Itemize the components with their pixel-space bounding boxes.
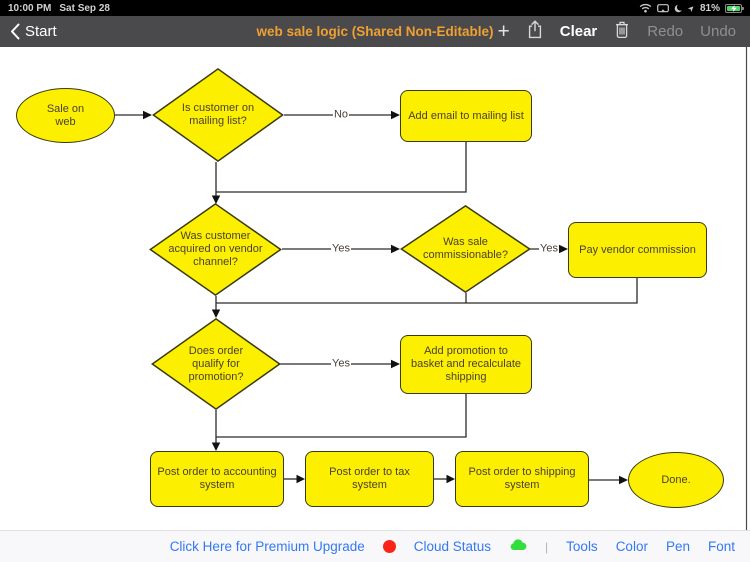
edge-label-yes-1[interactable]: Yes xyxy=(331,242,351,255)
node-add-promotion-to-basket[interactable]: Add promotion to basket and recalculate … xyxy=(400,335,532,394)
diagram-canvas[interactable]: Sale on web Is customer on mailing list?… xyxy=(0,47,750,530)
tools-button[interactable]: Tools xyxy=(566,539,598,554)
node-add-email-to-mailing-list[interactable]: Add email to mailing list xyxy=(400,90,532,142)
battery-percent: 81% xyxy=(699,2,720,14)
cloud-status-button[interactable]: Cloud Status xyxy=(413,539,492,554)
toolbar-separator: | xyxy=(545,539,549,554)
node-pay-vendor-commission[interactable]: Pay vendor commission xyxy=(568,222,707,278)
status-time: 10:00 PM xyxy=(8,2,52,14)
pen-button[interactable]: Pen xyxy=(665,539,690,554)
bottom-toolbar: Click Here for Premium Upgrade Cloud Sta… xyxy=(0,530,750,562)
edge-label-yes-3[interactable]: Yes xyxy=(331,357,351,370)
diamond-shape xyxy=(400,205,531,293)
cloud-ok-icon xyxy=(509,539,527,554)
wifi-icon xyxy=(639,3,652,13)
screen-mirroring-icon xyxy=(657,3,670,13)
document-title: web sale logic (Shared Non-Editable) xyxy=(256,24,494,39)
nav-bar: Start web sale logic (Shared Non-Editabl… xyxy=(0,16,750,47)
node-post-order-to-accounting-system[interactable]: Post order to accounting system xyxy=(150,451,284,507)
node-is-customer-on-mailing-list[interactable]: Is customer on mailing list? xyxy=(152,68,284,162)
back-button[interactable]: Start xyxy=(10,23,57,40)
battery-icon xyxy=(725,3,744,13)
edge-label-no[interactable]: No xyxy=(332,108,350,121)
redo-button[interactable]: Redo xyxy=(647,23,684,40)
diamond-shape xyxy=(151,318,281,410)
node-done[interactable]: Done. xyxy=(628,452,724,508)
edge-label-yes-2[interactable]: Yes xyxy=(539,242,559,255)
node-was-sale-commissionable[interactable]: Was sale commissionable? xyxy=(400,205,531,293)
delete-button[interactable] xyxy=(614,20,630,44)
status-bar: 10:00 PM Sat Sep 28 ➤ 81% xyxy=(0,0,750,16)
back-button-label: Start xyxy=(25,23,57,40)
arrowheads xyxy=(143,110,628,485)
record-status-icon xyxy=(382,540,396,553)
node-was-customer-acquired-on-vendor-channel[interactable]: Was customer acquired on vendor channel? xyxy=(149,203,282,296)
charging-bolt-icon xyxy=(731,5,737,12)
trash-icon xyxy=(616,21,629,38)
color-button[interactable]: Color xyxy=(615,539,648,554)
do-not-disturb-moon-icon xyxy=(674,3,684,13)
node-sale-on-web[interactable]: Sale on web xyxy=(16,88,115,143)
diamond-shape xyxy=(152,68,284,162)
share-icon xyxy=(528,19,541,38)
undo-button[interactable]: Undo xyxy=(700,23,736,40)
node-does-order-qualify-for-promotion[interactable]: Does order qualify for promotion? xyxy=(151,318,281,410)
connector[interactable] xyxy=(115,114,638,481)
clear-button[interactable]: Clear xyxy=(559,23,598,40)
node-post-order-to-tax-system[interactable]: Post order to tax system xyxy=(305,451,434,507)
node-post-order-to-shipping-system[interactable]: Post order to shipping system xyxy=(455,451,589,507)
share-button[interactable] xyxy=(527,19,543,44)
diamond-shape xyxy=(149,203,282,296)
font-button[interactable]: Font xyxy=(707,539,735,554)
premium-upgrade-link[interactable]: Click Here for Premium Upgrade xyxy=(169,539,365,554)
location-arrow-icon: ➤ xyxy=(686,2,698,14)
add-shape-button[interactable]: + xyxy=(497,20,510,43)
chevron-left-icon xyxy=(11,23,20,40)
status-date: Sat Sep 28 xyxy=(59,2,110,14)
connectors-layer xyxy=(115,47,748,530)
